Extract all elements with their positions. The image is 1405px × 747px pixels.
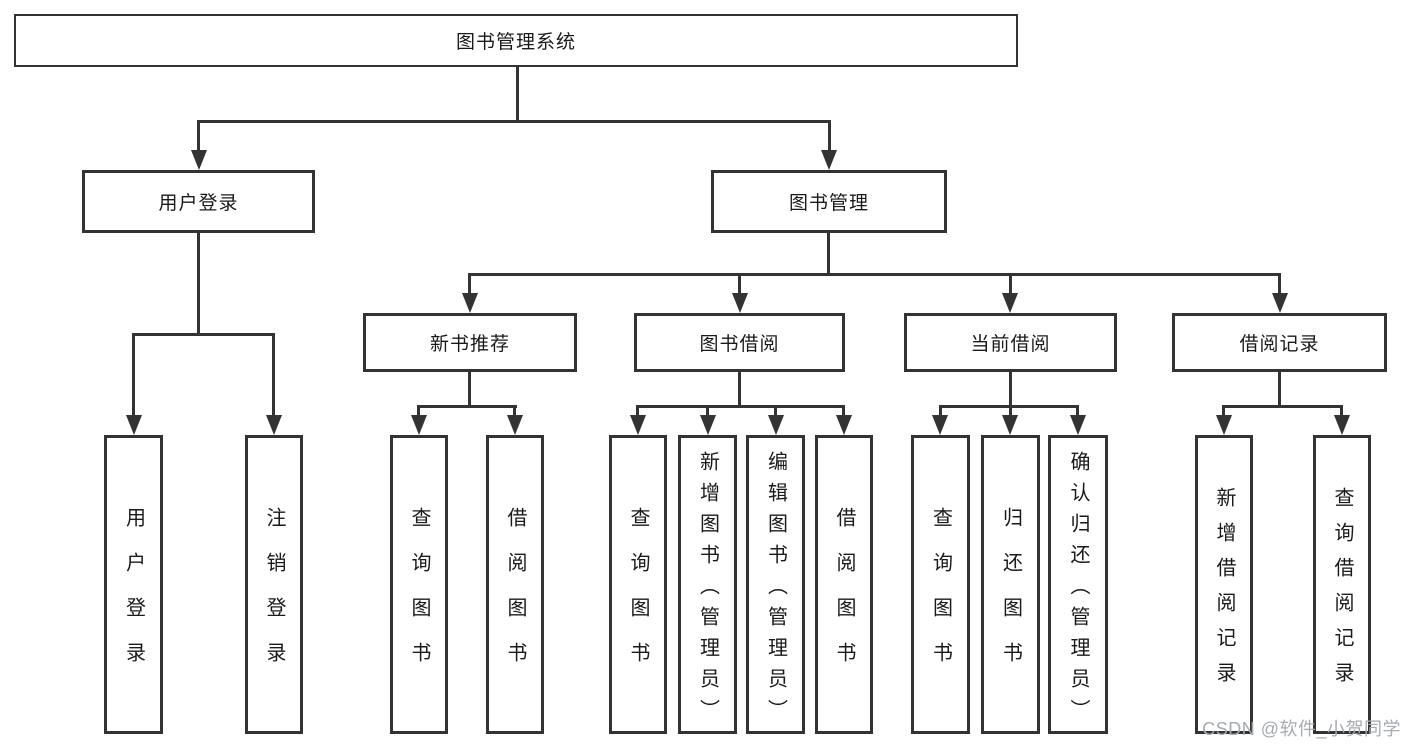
node-borrow-record: 借阅记录 bbox=[1172, 313, 1387, 372]
arrowhead-br-add bbox=[1216, 415, 1232, 435]
node-current-borrow: 当前借阅 bbox=[904, 313, 1117, 372]
connector-current-borrow-stem bbox=[1009, 372, 1012, 408]
node-book-mgmt: 图书管理 bbox=[711, 170, 947, 233]
arrowhead-bb-edit bbox=[768, 415, 784, 435]
arrowhead-bb-query bbox=[630, 415, 646, 435]
connector-current-borrow-drop-1 bbox=[939, 405, 942, 419]
leaf-bb-query-book: 查询图书 bbox=[609, 435, 667, 734]
leaf-cb-confirm-return-admin: 确认归还（管理员） bbox=[1048, 435, 1108, 734]
leaf-bb-edit-book-admin: 编辑图书（管理员） bbox=[746, 435, 805, 734]
arrowhead-cb-query bbox=[932, 415, 948, 435]
csdn-watermark: CSDN @软件_小贺同学 bbox=[1202, 719, 1401, 739]
connector-l2-drop-right bbox=[828, 120, 831, 152]
connector-current-borrow-drop-3 bbox=[1076, 405, 1079, 419]
arrowhead-br-query bbox=[1334, 415, 1350, 435]
arrowhead-bb-borrow bbox=[836, 415, 852, 435]
node-current-borrow-label: 当前借阅 bbox=[970, 334, 1051, 355]
leaf-nb-borrow-book: 借阅图书 bbox=[486, 435, 544, 734]
connector-book-borrow-hline bbox=[636, 405, 845, 408]
connector-new-book-drop-2 bbox=[513, 405, 516, 419]
leaf-user-login: 用户登录 bbox=[104, 435, 163, 734]
leaf-cb-return-book: 归还图书 bbox=[981, 435, 1040, 734]
leaf-bb-add-book-admin: 新增图书（管理员） bbox=[678, 435, 737, 734]
leaf-br-add-record: 新增借阅记录 bbox=[1195, 435, 1253, 734]
connector-book-mgmt-stem bbox=[827, 233, 830, 275]
connector-new-book-hline bbox=[417, 405, 517, 408]
node-book-mgmt-label: 图书管理 bbox=[788, 193, 869, 214]
arrowhead-login bbox=[126, 415, 142, 435]
connector-book-borrow-drop-1 bbox=[636, 405, 639, 419]
connector-l2-drop-left bbox=[197, 120, 200, 152]
connector-l3-drop-2 bbox=[738, 273, 741, 297]
arrowhead-logout bbox=[266, 415, 282, 435]
leaf-nb-query-book: 查询图书 bbox=[390, 435, 448, 734]
connector-borrow-record-stem bbox=[1278, 372, 1281, 408]
connector-l3-drop-4 bbox=[1278, 273, 1281, 297]
arrowhead-book-borrow bbox=[732, 293, 748, 313]
arrowhead-new-book bbox=[462, 293, 478, 313]
node-user-login: 用户登录 bbox=[82, 170, 315, 233]
connector-book-borrow-drop-2 bbox=[706, 405, 709, 419]
arrowhead-nb-borrow bbox=[507, 415, 523, 435]
node-user-login-label: 用户登录 bbox=[158, 193, 239, 214]
connector-new-book-drop-1 bbox=[417, 405, 420, 419]
connector-book-borrow-stem bbox=[738, 372, 741, 408]
node-book-borrow: 图书借阅 bbox=[634, 313, 845, 372]
arrowhead-cb-confirm bbox=[1070, 415, 1086, 435]
connector-l3-hline bbox=[468, 273, 1281, 276]
connector-root-stem bbox=[516, 67, 519, 123]
connector-l3-drop-1 bbox=[468, 273, 471, 297]
connector-borrow-record-drop-2 bbox=[1340, 405, 1343, 419]
connector-user-login-stem bbox=[197, 233, 200, 336]
arrowhead-book-mgmt bbox=[821, 150, 837, 170]
connector-l3-drop-3 bbox=[1009, 273, 1012, 297]
arrowhead-borrow-record bbox=[1272, 293, 1288, 313]
node-root: 图书管理系统 bbox=[14, 14, 1018, 67]
connector-user-login-drop-1 bbox=[132, 333, 135, 417]
leaf-bb-borrow-book: 借阅图书 bbox=[815, 435, 873, 734]
connector-user-login-hline bbox=[132, 333, 275, 336]
connector-current-borrow-drop-2 bbox=[1009, 405, 1012, 419]
node-root-label: 图书管理系统 bbox=[455, 32, 576, 53]
leaf-cb-query-book: 查询图书 bbox=[911, 435, 970, 734]
arrowhead-user-login bbox=[191, 150, 207, 170]
connector-user-login-drop-2 bbox=[272, 333, 275, 417]
connector-book-borrow-drop-3 bbox=[774, 405, 777, 419]
connector-borrow-record-hline bbox=[1222, 405, 1343, 408]
node-new-book: 新书推荐 bbox=[363, 313, 577, 372]
connector-book-borrow-drop-4 bbox=[842, 405, 845, 419]
node-new-book-label: 新书推荐 bbox=[429, 334, 510, 355]
connector-new-book-stem bbox=[468, 372, 471, 408]
arrowhead-nb-query bbox=[411, 415, 427, 435]
connector-borrow-record-drop-1 bbox=[1222, 405, 1225, 419]
arrowhead-current-borrow bbox=[1002, 293, 1018, 313]
node-book-borrow-label: 图书借阅 bbox=[699, 334, 780, 355]
arrowhead-bb-add bbox=[700, 415, 716, 435]
connector-l2-hline bbox=[197, 120, 831, 123]
leaf-br-query-record: 查询借阅记录 bbox=[1313, 435, 1371, 734]
leaf-logout: 注销登录 bbox=[245, 435, 303, 734]
arrowhead-cb-return bbox=[1002, 415, 1018, 435]
node-borrow-record-label: 借阅记录 bbox=[1239, 334, 1320, 355]
